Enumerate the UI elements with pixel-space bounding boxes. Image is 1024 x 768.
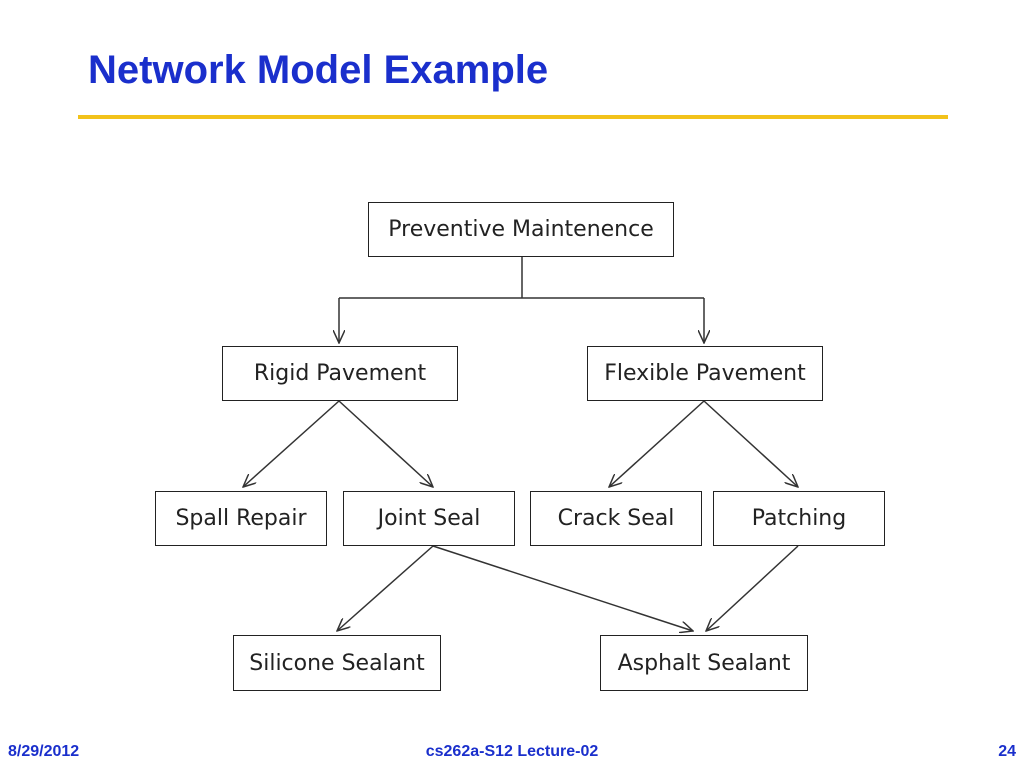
arrow-joint-to-asphalt bbox=[432, 545, 693, 631]
arrow-joint-to-silicone bbox=[337, 545, 434, 631]
arrow-flexible-to-crack bbox=[609, 400, 705, 487]
arrow-flexible-to-patching bbox=[703, 400, 798, 487]
node-spall-repair: Spall Repair bbox=[155, 491, 327, 546]
node-flexible-pavement: Flexible Pavement bbox=[587, 346, 823, 401]
node-preventive-maintenance: Preventive Maintenence bbox=[368, 202, 674, 257]
footer-page-number: 24 bbox=[998, 743, 1016, 760]
footer-date: 8/29/2012 bbox=[8, 743, 80, 760]
node-silicone-sealant: Silicone Sealant bbox=[233, 635, 441, 691]
node-crack-seal: Crack Seal bbox=[530, 491, 702, 546]
arrow-rigid-to-spall bbox=[243, 400, 340, 487]
arrow-patching-to-asphalt bbox=[706, 545, 799, 631]
node-patching: Patching bbox=[713, 491, 885, 546]
node-rigid-pavement: Rigid Pavement bbox=[222, 346, 458, 401]
title-divider bbox=[78, 115, 948, 119]
slide-title: Network Model Example bbox=[88, 48, 549, 92]
footer-course: cs262a-S12 Lecture-02 bbox=[425, 743, 599, 760]
node-asphalt-sealant: Asphalt Sealant bbox=[600, 635, 808, 691]
arrow-rigid-to-joint bbox=[338, 400, 433, 487]
node-joint-seal: Joint Seal bbox=[343, 491, 515, 546]
